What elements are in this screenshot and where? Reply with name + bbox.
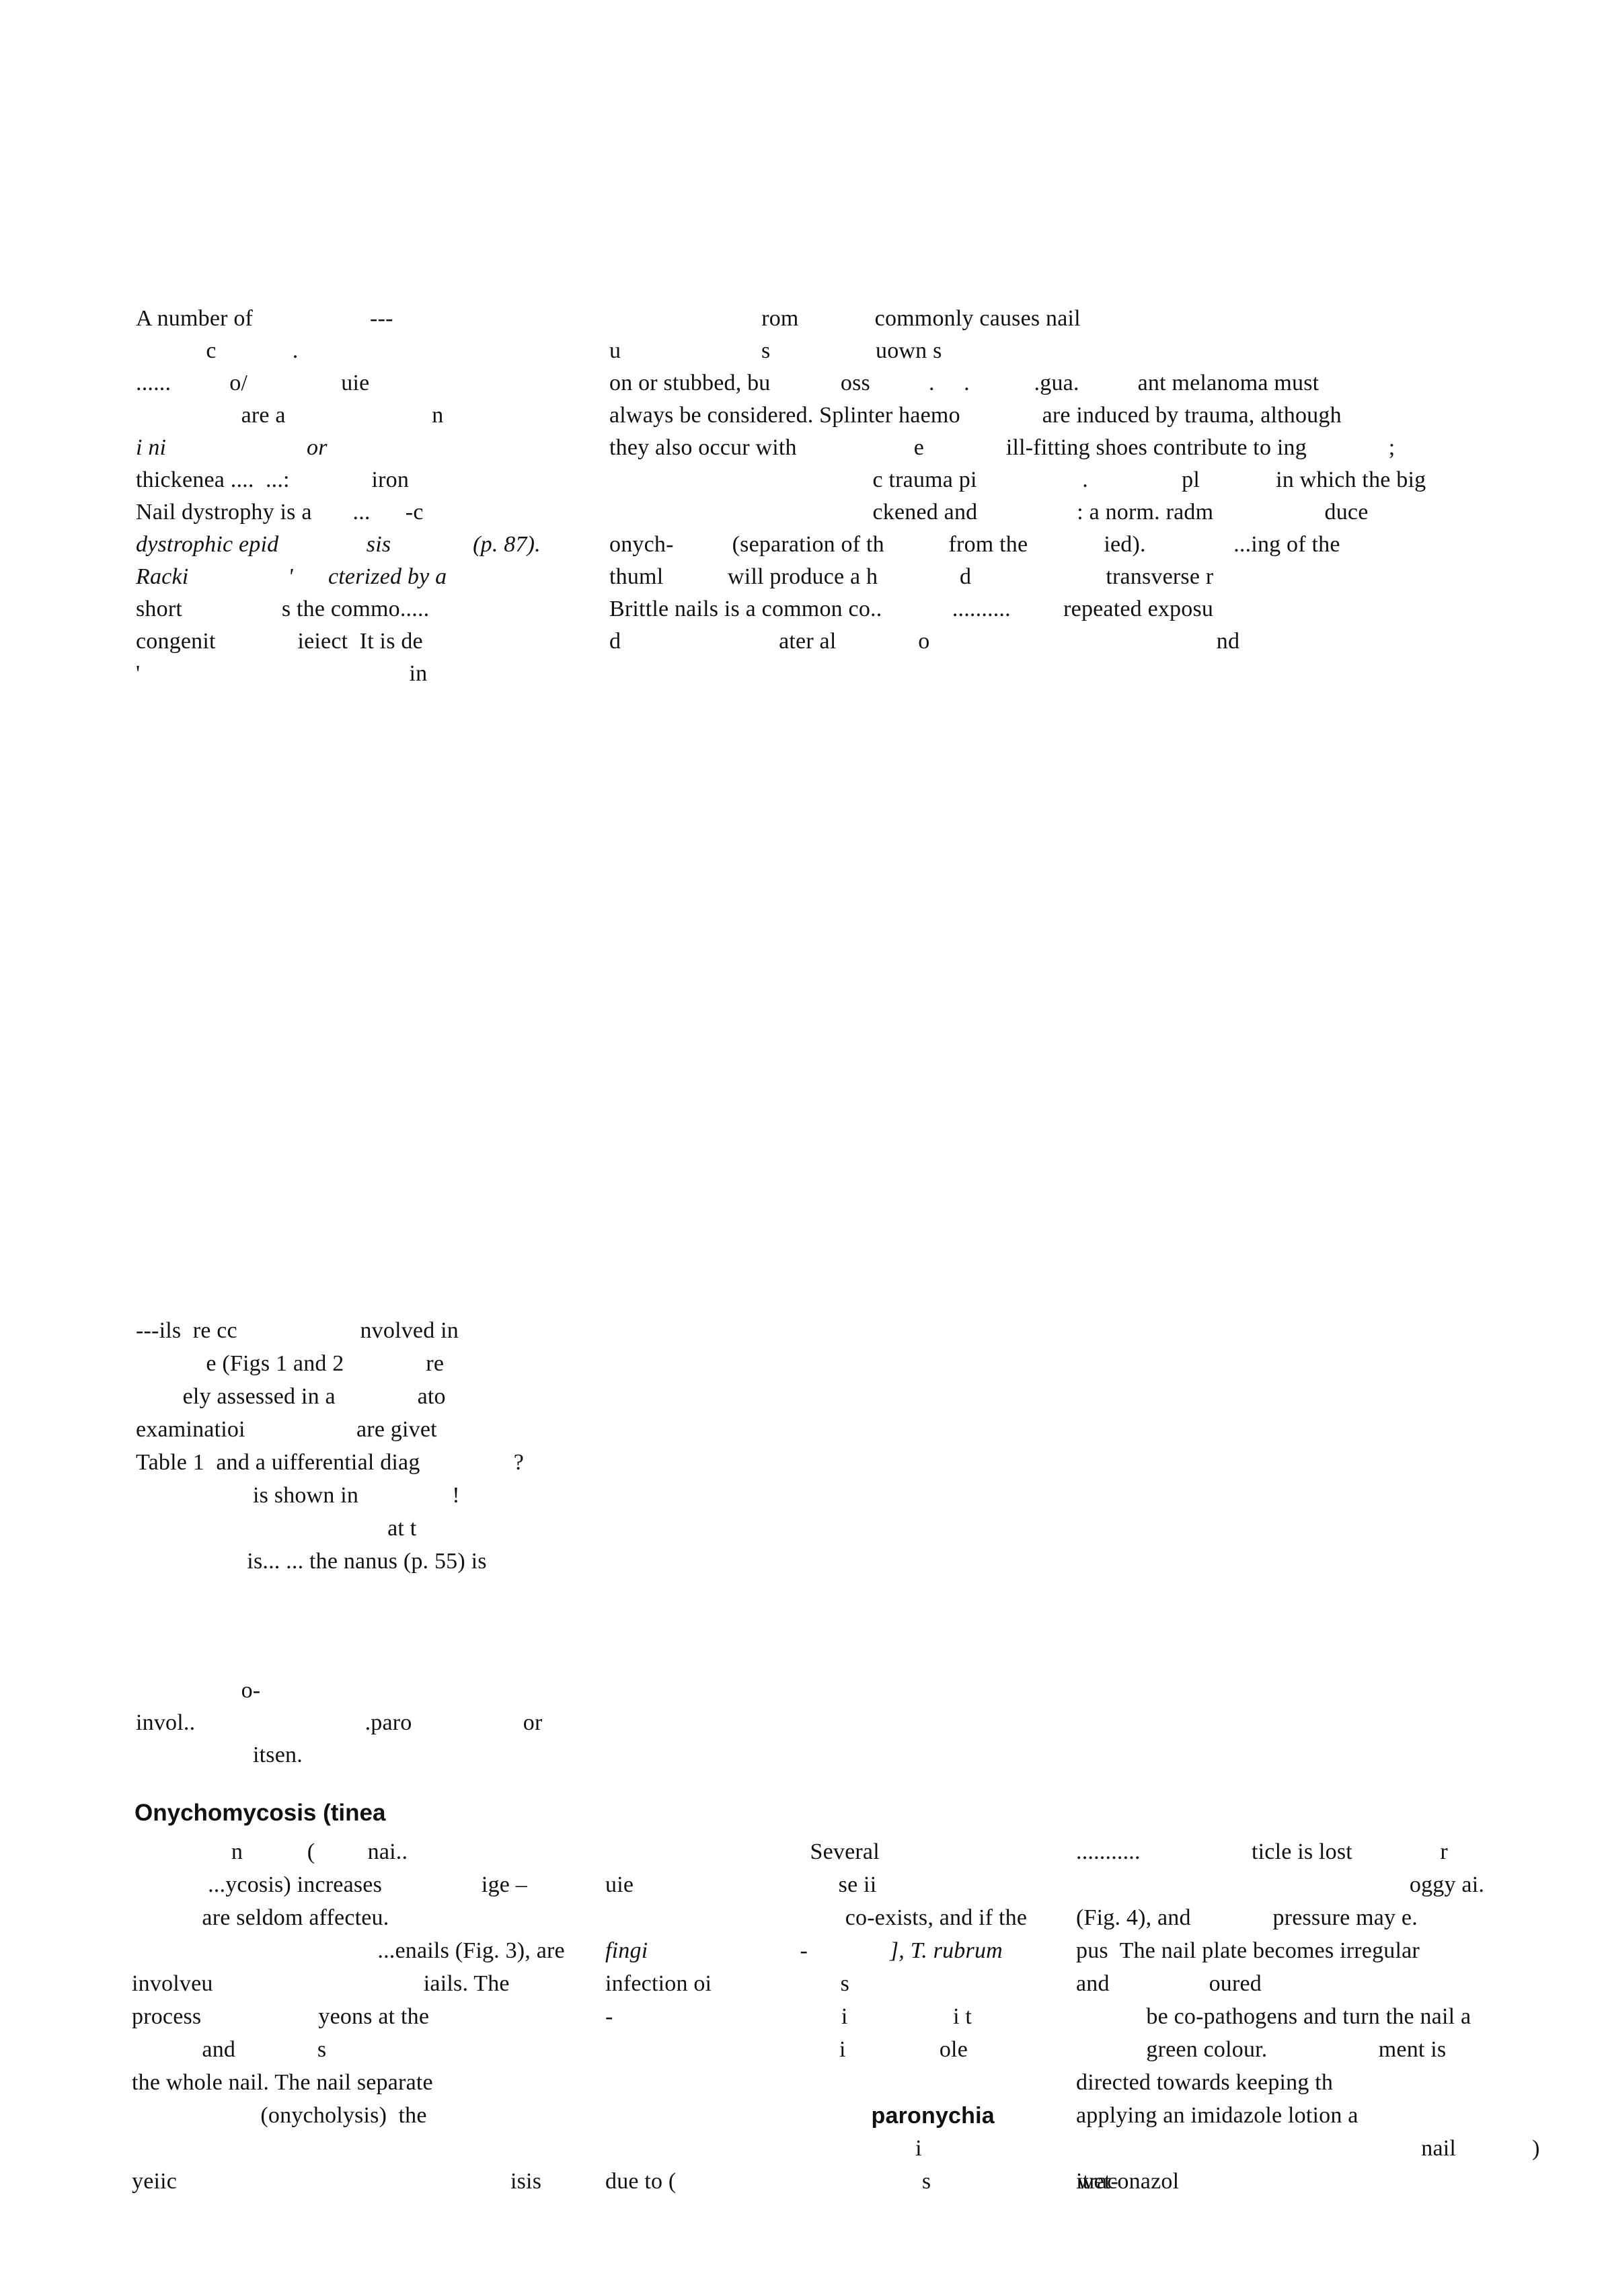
- text-line: Nail dystrophy is a ... -c: [136, 500, 424, 525]
- text-line: pus The nail plate becomes irregular: [1076, 1938, 1420, 1963]
- text-line: invol.. .paro or: [136, 1710, 543, 1735]
- text-line: fingi - ], T. rubrum: [605, 1938, 1003, 1963]
- text-line: ' in: [136, 661, 428, 686]
- text-line: examinatioi are givet: [136, 1417, 437, 1442]
- text-line: directed towards keeping th: [1076, 2070, 1334, 2095]
- text-line: always be considered. Splinter haemo are…: [609, 403, 1342, 428]
- text-line: u s uown s: [609, 338, 942, 363]
- text-line: thickenea .... ...: iron: [136, 467, 410, 492]
- text-line: e (Figs 1 and 2 re: [136, 1351, 445, 1376]
- text-line: is shown in !: [136, 1483, 460, 1508]
- text-line: - i i t: [605, 2004, 972, 2029]
- text-line: nail ): [1076, 2136, 1540, 2161]
- text-line: c trauma pi . pl in which the big: [609, 467, 1426, 492]
- text-line: i ole: [605, 2037, 968, 2062]
- text-line: Table 1 and a uifferential diag ?: [136, 1450, 525, 1475]
- text-line: (Fig. 4), and pressure may e.: [1076, 1905, 1418, 1930]
- text-line: onych- (separation of th from the ied). …: [609, 532, 1340, 557]
- text-line: due to ( s wet-: [605, 2169, 1119, 2194]
- text-line: rom commonly causes nail: [609, 306, 1081, 331]
- text-line: and s: [132, 2037, 327, 2062]
- text-line: ...... o/ uie: [136, 371, 370, 395]
- text-line: c .: [136, 338, 299, 363]
- text-line: applying an imidazole lotion a: [1076, 2103, 1359, 2128]
- text-line: ckened and : a norm. radm duce: [609, 500, 1369, 525]
- subheading: paronychia: [605, 2103, 995, 2129]
- text-line: oggy ai.: [1076, 1872, 1485, 1897]
- text-line: itraconazol: [1076, 2169, 1180, 2194]
- text-line: involveu iails. The: [132, 1971, 510, 1996]
- text-line: Brittle nails is a common co.. .........…: [609, 597, 1214, 621]
- text-line: itsen.: [136, 1743, 303, 1767]
- text-line: are seldom affecteu.: [132, 1905, 389, 1930]
- text-line: uie se ii: [605, 1872, 877, 1897]
- text-line: on or stubbed, bu oss . . .gua. ant mela…: [609, 371, 1320, 395]
- text-line: Several: [605, 1839, 880, 1864]
- text-line: co-exists, and if the: [605, 1905, 1028, 1930]
- text-line: the whole nail. The nail separate: [132, 2070, 433, 2095]
- text-line: at t: [136, 1516, 417, 1541]
- text-line: dystrophic epid sis (p. 87).: [136, 532, 541, 557]
- text-line: A number of ---: [136, 306, 393, 331]
- text-line: n ( nai..: [132, 1839, 408, 1864]
- text-line: they also occur with e ill-fitting shoes…: [609, 435, 1395, 460]
- text-line: be co-pathogens and turn the nail a: [1076, 2004, 1471, 2029]
- text-line: are a n: [136, 403, 444, 428]
- text-line: Racki ' cterized by a: [136, 564, 447, 589]
- text-line: short s the commo.....: [136, 597, 430, 621]
- text-line: ...enails (Fig. 3), are: [132, 1938, 565, 1963]
- text-line: (onycholysis) the: [132, 2103, 427, 2128]
- text-line: congenit ieiect It is de: [136, 629, 423, 654]
- text-line: is... ... the nanus (p. 55) is: [136, 1549, 487, 1574]
- text-line: o-: [136, 1678, 261, 1703]
- text-line: i: [605, 2136, 922, 2161]
- text-line: ely assessed in a ato: [136, 1384, 446, 1409]
- text-line: ---ils re cc nvolved in: [136, 1318, 459, 1343]
- section-heading: Onychomycosis (tinea: [135, 1800, 386, 1826]
- text-line: ........... ticle is lost r: [1076, 1839, 1448, 1864]
- text-line: and oured: [1076, 1971, 1262, 1996]
- text-line: i ni or: [136, 435, 328, 460]
- text-line: thuml will produce a h d transverse r: [609, 564, 1214, 589]
- text-line: green colour. ment is: [1076, 2037, 1447, 2062]
- text-line: yeiic isis: [132, 2169, 542, 2194]
- text-line: ...ycosis) increases ige –: [132, 1872, 527, 1897]
- text-line: d ater al o nd: [609, 629, 1240, 654]
- text-line: process yeons at the: [132, 2004, 430, 2029]
- text-line: infection oi s: [605, 1971, 850, 1996]
